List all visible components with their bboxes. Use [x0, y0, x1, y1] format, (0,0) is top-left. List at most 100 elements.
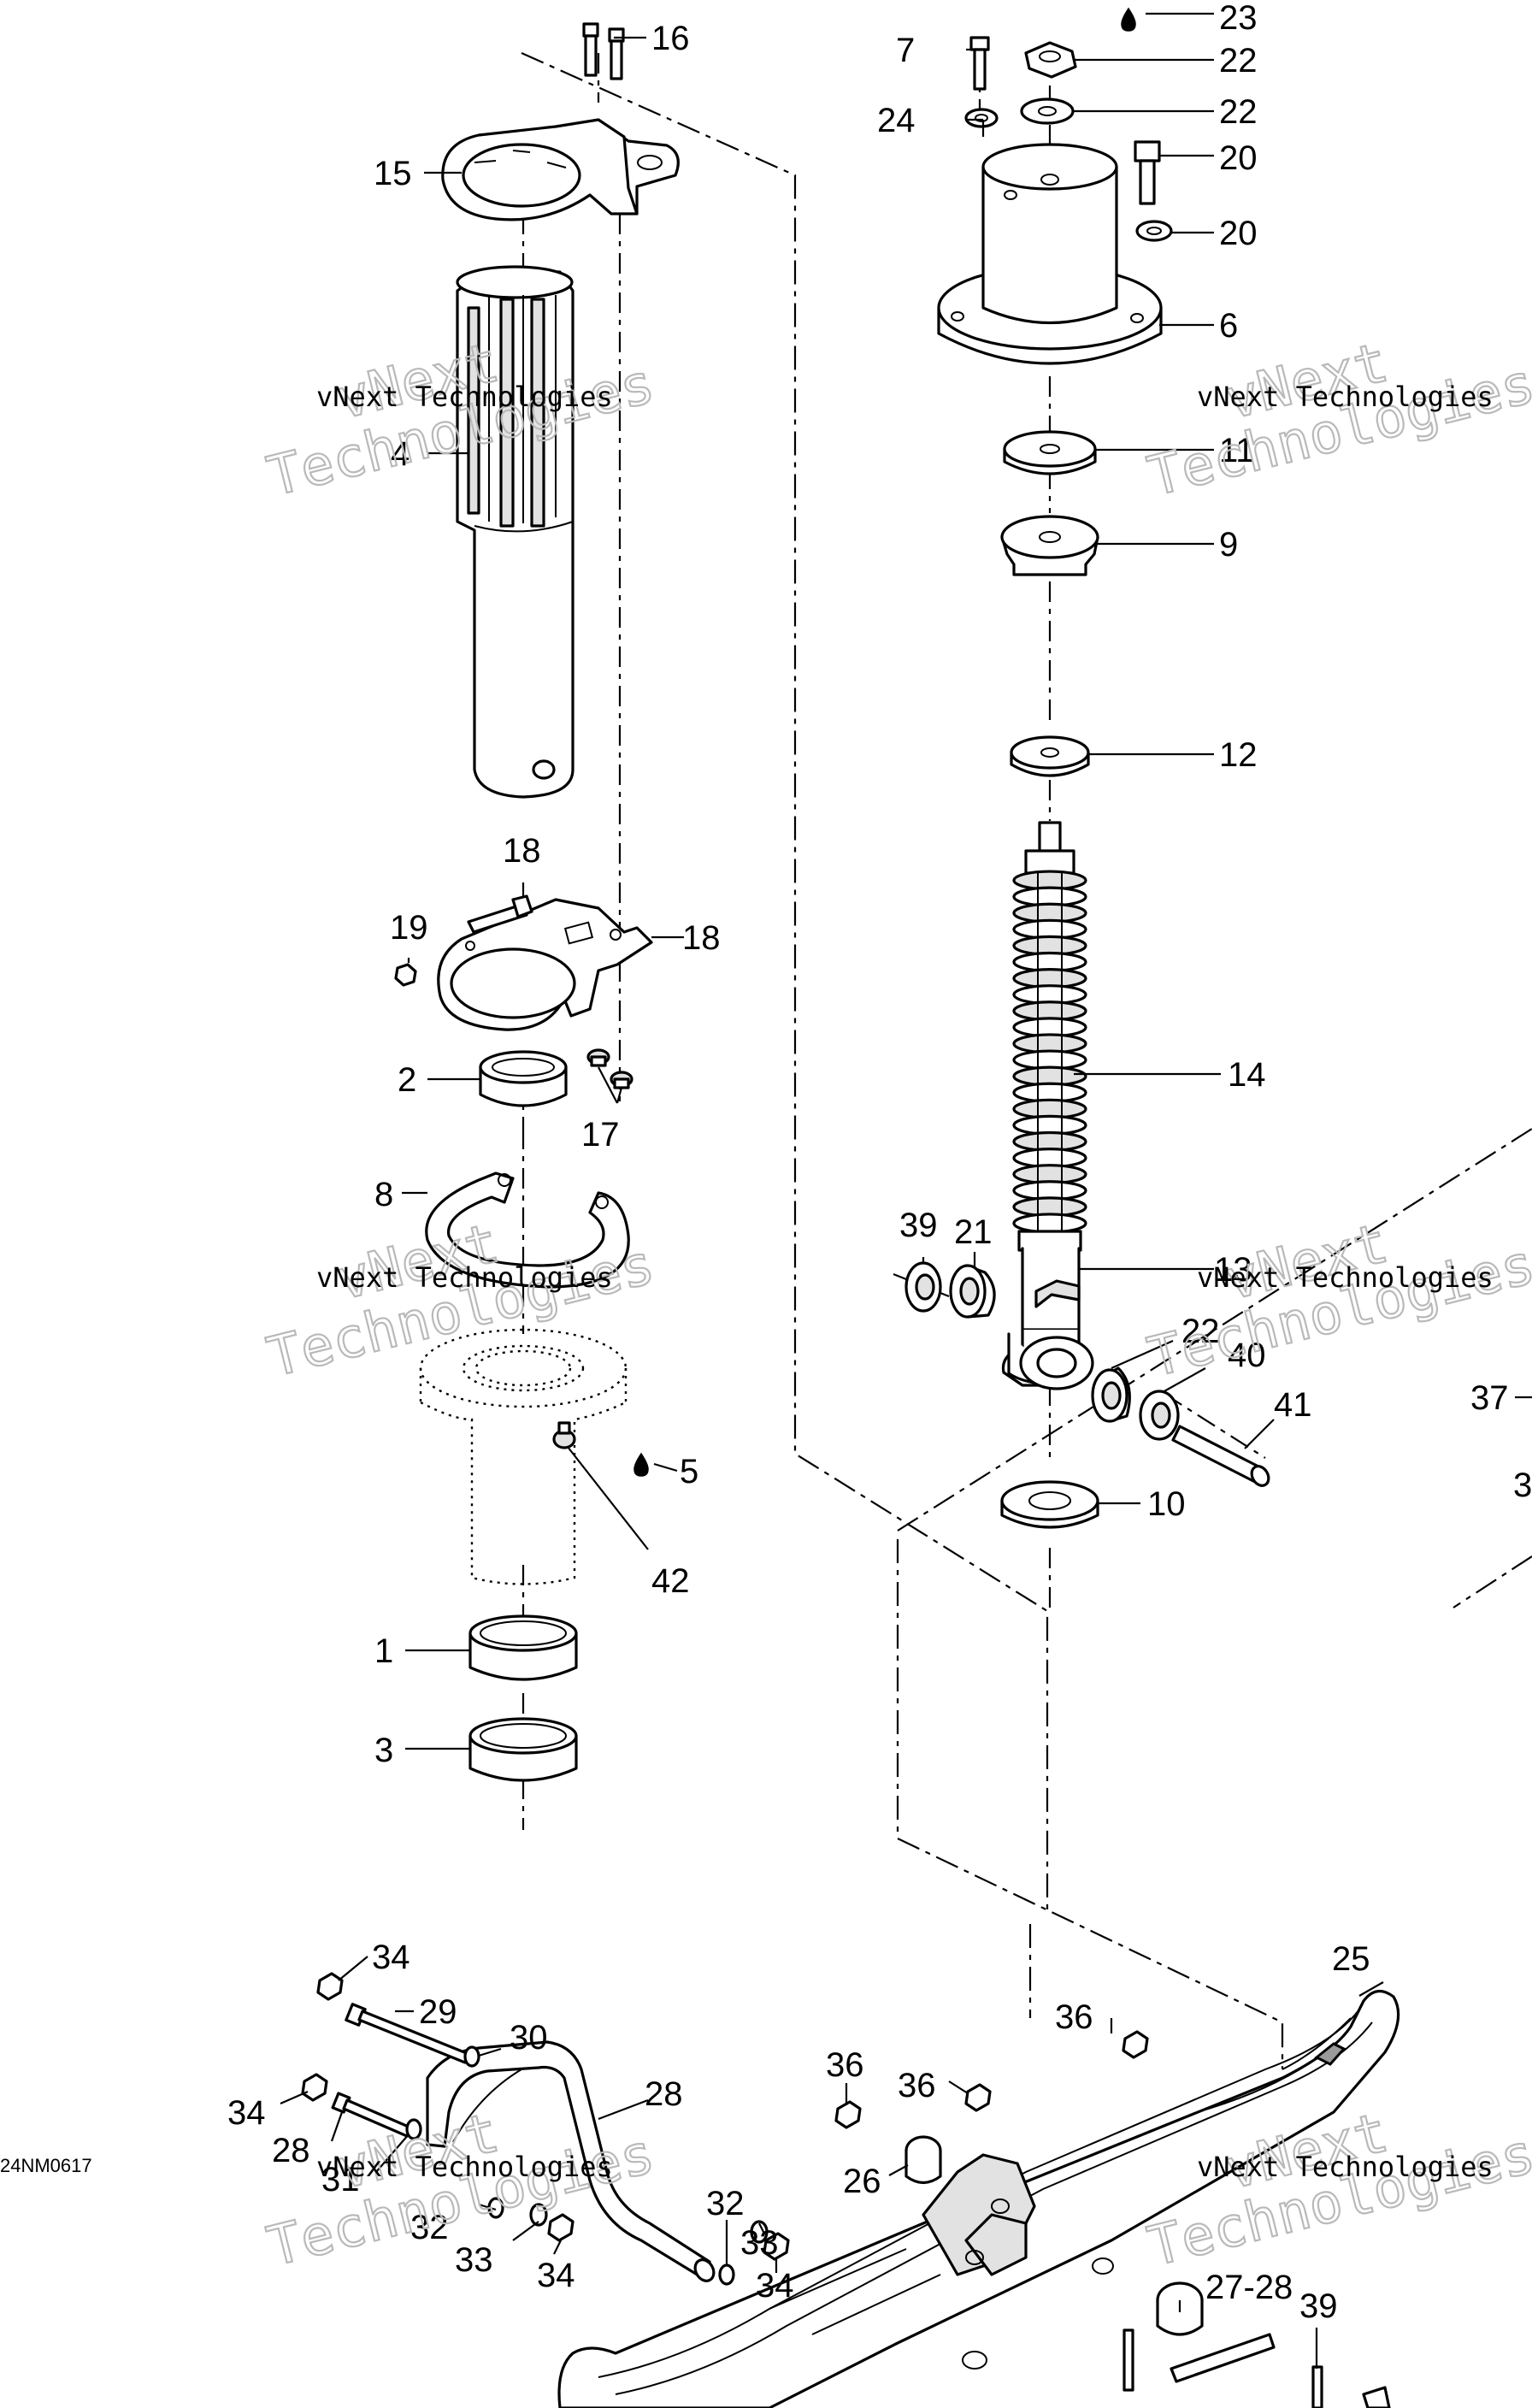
oil-drop-icon [1121, 7, 1136, 32]
part-17-small-bolts [586, 1048, 633, 1089]
part-1-bushing [468, 1614, 578, 1681]
callout-4: 4 [391, 435, 410, 473]
callout-32-mid: 32 [410, 2209, 449, 2246]
part-20-washer [1135, 220, 1173, 242]
callout-1: 1 [374, 1632, 393, 1670]
callout-34-far: 34 [756, 2267, 794, 2305]
callout-5: 5 [680, 1453, 698, 1490]
svg-text:vNext Technologies: vNext Technologies [1197, 2151, 1494, 2183]
callout-29: 28 [645, 2075, 683, 2113]
part-2-bushing [479, 1050, 568, 1107]
spring-coil [1012, 1213, 1087, 1234]
part-32-33-washers [405, 2045, 769, 2286]
part-26-washer [964, 108, 999, 128]
callout-36-right: 36 [1055, 1998, 1093, 2036]
part-19-nut [394, 963, 417, 987]
part-21-bolt [1134, 140, 1161, 205]
part-15-upper-bracket [441, 118, 680, 221]
callout-36-mid: 36 [898, 2067, 936, 2104]
svg-text:vNext Technologies: vNext Technologies [316, 2151, 613, 2183]
part-29-handle [426, 2040, 716, 2282]
callout-15: 15 [374, 155, 412, 192]
callout-28-left: 26 [843, 2163, 881, 2200]
part-13-shock-body [1001, 1247, 1094, 1390]
callout-14: 14 [1228, 1056, 1266, 1094]
callout-26: 24 [877, 102, 916, 139]
part-16-bolts [582, 22, 625, 80]
callout-34-left: 34 [227, 2094, 266, 2132]
callout-32-top: 30 [510, 2019, 548, 2057]
callout-8: 8 [374, 1176, 393, 1213]
part-12-washer [1010, 735, 1090, 777]
callout-30: 28 [272, 2132, 310, 2169]
oil-drop-icon [633, 1452, 649, 1477]
callout-11: 11 [1219, 432, 1255, 469]
part-14-shock-spring [1012, 821, 1087, 1252]
callout-40: 41 [1274, 1386, 1312, 1424]
callout-18-right: 18 [682, 919, 721, 957]
callout-22-left: 21 [954, 1213, 993, 1251]
callout-3-left: 3 [374, 1732, 393, 1769]
callout-31: 29 [419, 1993, 457, 2031]
part-41-runner [1122, 2328, 1391, 2408]
ski-assembly [557, 1990, 1400, 2408]
part-4-steering-column [456, 265, 574, 799]
callout-2: 2 [398, 1061, 416, 1099]
callout-41: 39 [1299, 2287, 1338, 2325]
callout-6: 6 [1219, 307, 1238, 345]
part-22-right-bushing [1091, 1366, 1131, 1423]
watermark-mid-right: vNext Technologies vNext Technologies [1141, 1211, 1532, 1391]
callout-39-left: 39 [899, 1207, 938, 1244]
part-39-left-washer [904, 1261, 942, 1313]
svg-text:vNext Technologies: vNext Technologies [316, 1261, 613, 1294]
callout-32-right: 32 [706, 2185, 745, 2222]
callout-16: 16 [651, 20, 690, 57]
callout-18-top: 18 [503, 832, 541, 870]
part-10-washer [1000, 1480, 1099, 1529]
part-18-lower-bracket [437, 894, 653, 1031]
leader-lines [280, 12, 1532, 2369]
part-22-left-bushing [949, 1264, 996, 1319]
callout-37: 37 [1470, 1379, 1509, 1417]
callout-3-right: 3 [1513, 1467, 1532, 1504]
callout-7: 7 [896, 32, 915, 69]
part-9-cup [1000, 515, 1099, 576]
callout-9: 9 [1219, 526, 1238, 564]
part-24-washer [1020, 97, 1075, 125]
watermark-top-right: vNext Technologies vNext Technologies [1141, 330, 1532, 511]
part-36-nuts [834, 2030, 1149, 2129]
callout-21: 20 [1219, 139, 1258, 177]
assembly-chain-lines [521, 51, 1532, 2069]
callout-39-right: 40 [1228, 1337, 1266, 1374]
part-6-top-mount [937, 143, 1163, 365]
callout-33-right: 33 [740, 2224, 779, 2262]
svg-text:vNext Technologies: vNext Technologies [1197, 1261, 1494, 1294]
callout-25: 23 [1219, 0, 1258, 37]
callout-19: 19 [390, 909, 428, 947]
part-40-pin [1171, 1425, 1270, 1487]
figure-code: 24NM0617 [0, 2155, 92, 2176]
damper-rod [1037, 872, 1063, 1231]
callout-13: 13 [1214, 1251, 1252, 1289]
callout-34-bottom: 34 [537, 2257, 575, 2294]
callout-23: 22 [1219, 42, 1258, 80]
part-42-grease-fitting [552, 1421, 576, 1449]
steering-housing-dotted [419, 1328, 628, 1585]
svg-text:vNext Technologies: vNext Technologies [1197, 381, 1494, 413]
part-34-nuts [301, 1972, 790, 2261]
callout-24: 22 [1219, 93, 1258, 131]
part-39-right-washer [1139, 1390, 1180, 1441]
callout-36-left: 36 [826, 2046, 864, 2084]
callout-labels: 16 15 4 18 19 18 2 17 8 5 42 1 3 7 23 22… [0, 0, 1532, 2325]
callout-12: 12 [1219, 736, 1258, 774]
part-8-retaining-ring [425, 1172, 630, 1289]
part-3-bushing [468, 1717, 578, 1782]
callout-34-top: 34 [372, 1939, 410, 1976]
callout-22-right: 22 [1181, 1313, 1220, 1350]
callout-27-28: 25 [1332, 1940, 1370, 1978]
callout-42: 42 [651, 1562, 690, 1600]
callout-32-left: 31 [321, 2161, 360, 2198]
callout-28-right: 27-28 [1205, 2269, 1293, 2306]
part-7-bolt [969, 36, 990, 91]
